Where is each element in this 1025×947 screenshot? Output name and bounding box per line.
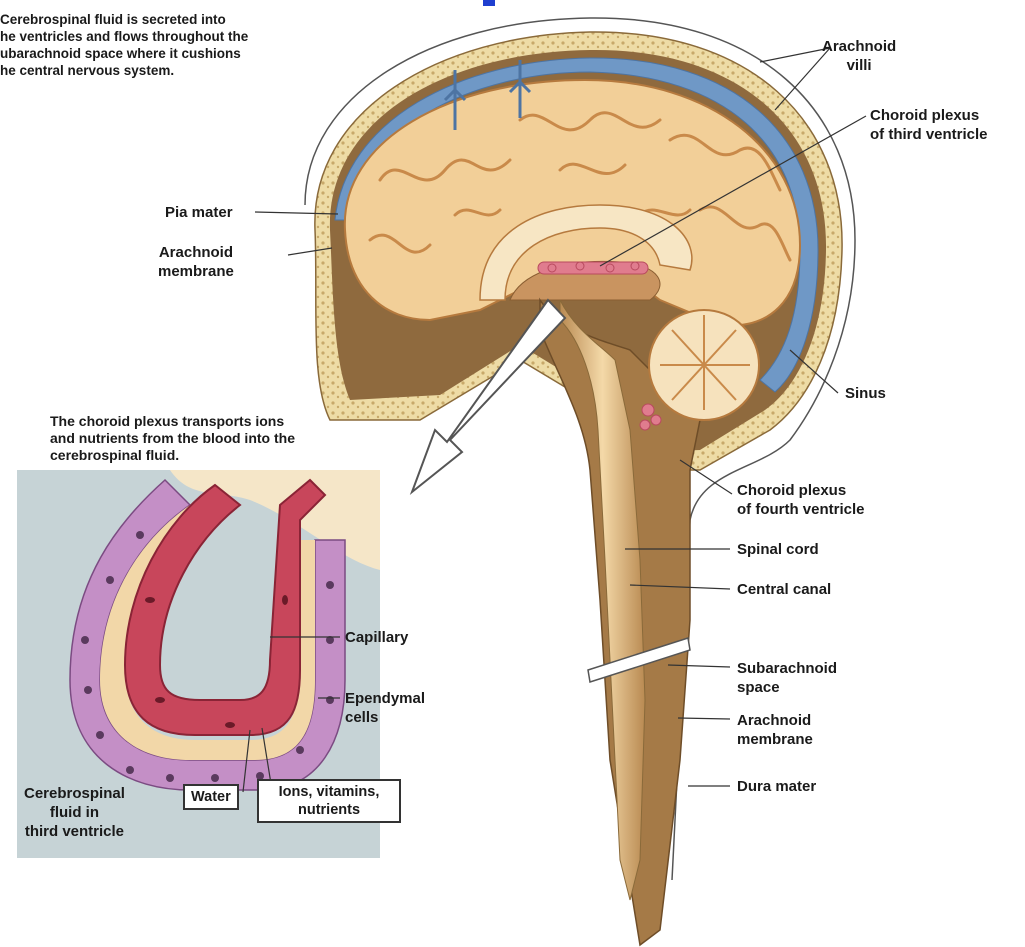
label-spinal-cord-text: Spinal cord	[737, 540, 819, 559]
label-arachnoid-villi: Arachnoid villi	[822, 37, 896, 75]
label-pia-mater-text: Pia mater	[165, 203, 233, 222]
label-csf3-line2: fluid in	[24, 803, 125, 822]
label-choroid-plexus-fourth: Choroid plexus of fourth ventricle	[737, 481, 865, 519]
label-am-top-line2: membrane	[158, 262, 234, 281]
label-sinus: Sinus	[845, 384, 886, 403]
label-csf-third-ventricle: Cerebrospinal fluid in third ventricle	[24, 784, 125, 841]
label-csf3-line1: Cerebrospinal	[24, 784, 125, 803]
intro-line-3: ubarachnoid space where it cushions	[0, 45, 248, 62]
intro-caption: Cerebrospinal fluid is secreted into he …	[0, 11, 248, 79]
label-pia-mater: Pia mater	[165, 203, 233, 222]
label-ions-line2: nutrients	[265, 801, 393, 819]
label-water-box: Water	[183, 784, 239, 810]
choroid-plexus-third	[538, 262, 648, 274]
inset-caption: The choroid plexus transports ions and n…	[50, 413, 295, 464]
label-cp4-line2: of fourth ventricle	[737, 500, 865, 519]
label-arachnoid-villi-line1: Arachnoid	[822, 37, 896, 56]
label-choroid-plexus-third: Choroid plexus of third ventricle	[870, 106, 988, 144]
label-subarachnoid-space: Subarachnoid space	[737, 659, 837, 697]
label-arachnoid-membrane-top: Arachnoid membrane	[158, 243, 234, 281]
label-capillary-text: Capillary	[345, 628, 408, 647]
label-sas-line1: Subarachnoid	[737, 659, 837, 678]
label-central-canal: Central canal	[737, 580, 831, 599]
label-sas-line2: space	[737, 678, 837, 697]
label-central-canal-text: Central canal	[737, 580, 831, 599]
label-ions-box: Ions, vitamins, nutrients	[257, 779, 401, 823]
label-am-bottom-line2: membrane	[737, 730, 813, 749]
label-ions-line1: Ions, vitamins,	[265, 783, 393, 801]
label-arachnoid-membrane-bottom: Arachnoid membrane	[737, 711, 813, 749]
label-csf3-line3: third ventricle	[24, 822, 125, 841]
label-water-text: Water	[191, 788, 231, 806]
label-dura-mater: Dura mater	[737, 777, 816, 796]
label-capillary: Capillary	[345, 628, 408, 647]
intro-line-4: he central nervous system.	[0, 62, 248, 79]
label-am-top-line1: Arachnoid	[158, 243, 234, 262]
label-cp3-line2: of third ventricle	[870, 125, 988, 144]
label-dura-mater-text: Dura mater	[737, 777, 816, 796]
label-sinus-text: Sinus	[845, 384, 886, 403]
label-ependymal-line2: cells	[345, 708, 425, 727]
inset-line-1: The choroid plexus transports ions	[50, 413, 295, 430]
inset-line-3: cerebrospinal fluid.	[50, 447, 295, 464]
intro-line-2: he ventricles and flows throughout the	[0, 28, 248, 45]
label-ependymal-cells: Ependymal cells	[345, 689, 425, 727]
label-arachnoid-villi-line2: villi	[822, 56, 896, 75]
intro-line-1: Cerebrospinal fluid is secreted into	[0, 11, 248, 28]
label-cp3-line1: Choroid plexus	[870, 106, 988, 125]
label-ependymal-line1: Ependymal	[345, 689, 425, 708]
inset-line-2: and nutrients from the blood into the	[50, 430, 295, 447]
label-cp4-line1: Choroid plexus	[737, 481, 865, 500]
label-am-bottom-line1: Arachnoid	[737, 711, 813, 730]
label-spinal-cord: Spinal cord	[737, 540, 819, 559]
